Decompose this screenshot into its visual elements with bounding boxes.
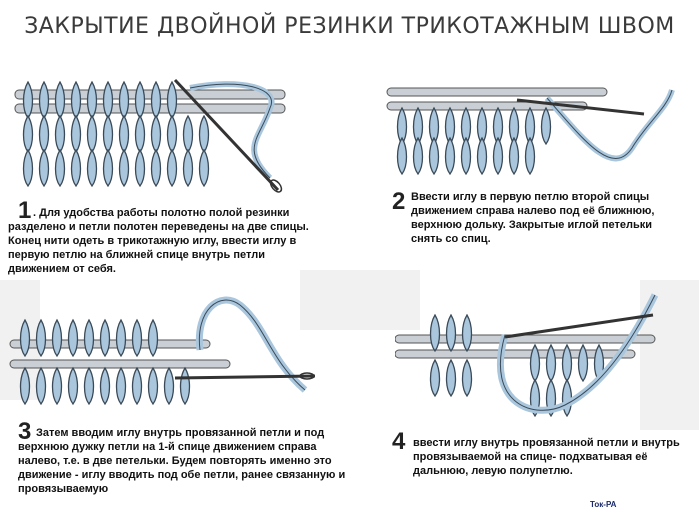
- illustration-step-4: [395, 293, 659, 417]
- page-title: ЗАКРЫТИЕ ДВОЙНОЙ РЕЗИНКИ ТРИКОТАЖНЫМ ШВО…: [24, 14, 675, 39]
- step-3-number: 3: [18, 418, 32, 445]
- step-1-caption: . Для удобства работы полотно полой рези…: [8, 207, 309, 275]
- step-2-caption: Ввести иглу в первую петлю второй спицы …: [411, 191, 655, 245]
- illustration-step-3: [9, 296, 316, 405]
- step-4-caption: ввести иглу внутрь провязанной петли и в…: [413, 437, 680, 477]
- step-2-number: 2: [392, 188, 406, 215]
- step-1-number: 1: [18, 197, 32, 224]
- background-texture: [300, 270, 420, 330]
- step-4-number: 4: [392, 428, 406, 455]
- illustration-step-2: [386, 87, 675, 175]
- author-credit: Ток-РА: [590, 500, 617, 509]
- illustration-step-1: [14, 78, 286, 193]
- step-3-caption: Затем вводим иглу внутрь провязанной пет…: [18, 427, 346, 495]
